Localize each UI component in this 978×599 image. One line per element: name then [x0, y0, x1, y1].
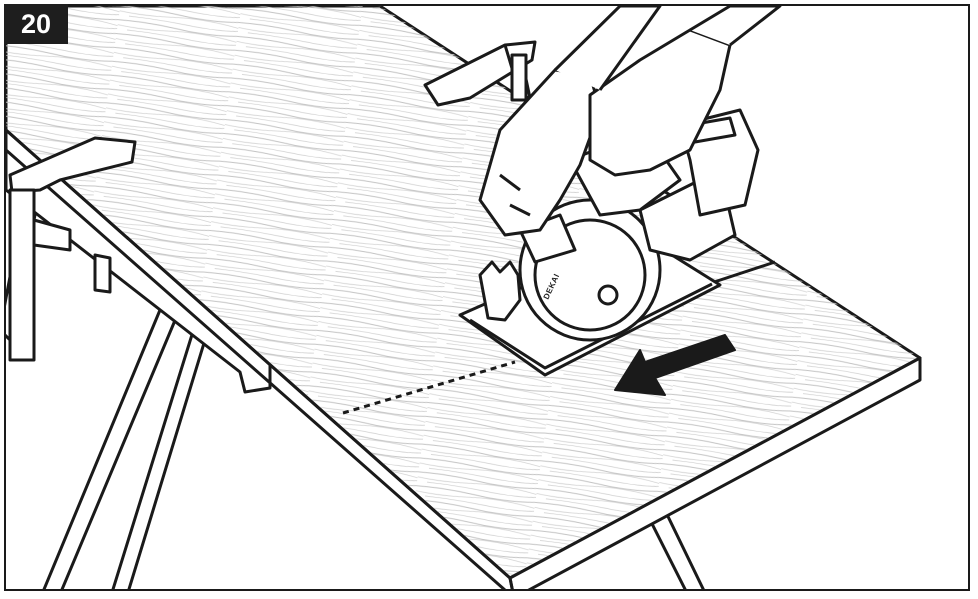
- clamp-left: [8, 136, 137, 362]
- gloved-hands: [478, 6, 782, 237]
- step-number-badge: 20: [4, 4, 68, 44]
- wood-grain: [6, 6, 920, 578]
- direction-arrow-icon: [614, 334, 736, 396]
- clamp-right: [423, 40, 537, 107]
- wood-board-edge: [508, 356, 922, 589]
- cut-line: [342, 360, 516, 415]
- circular-saw: [458, 108, 760, 377]
